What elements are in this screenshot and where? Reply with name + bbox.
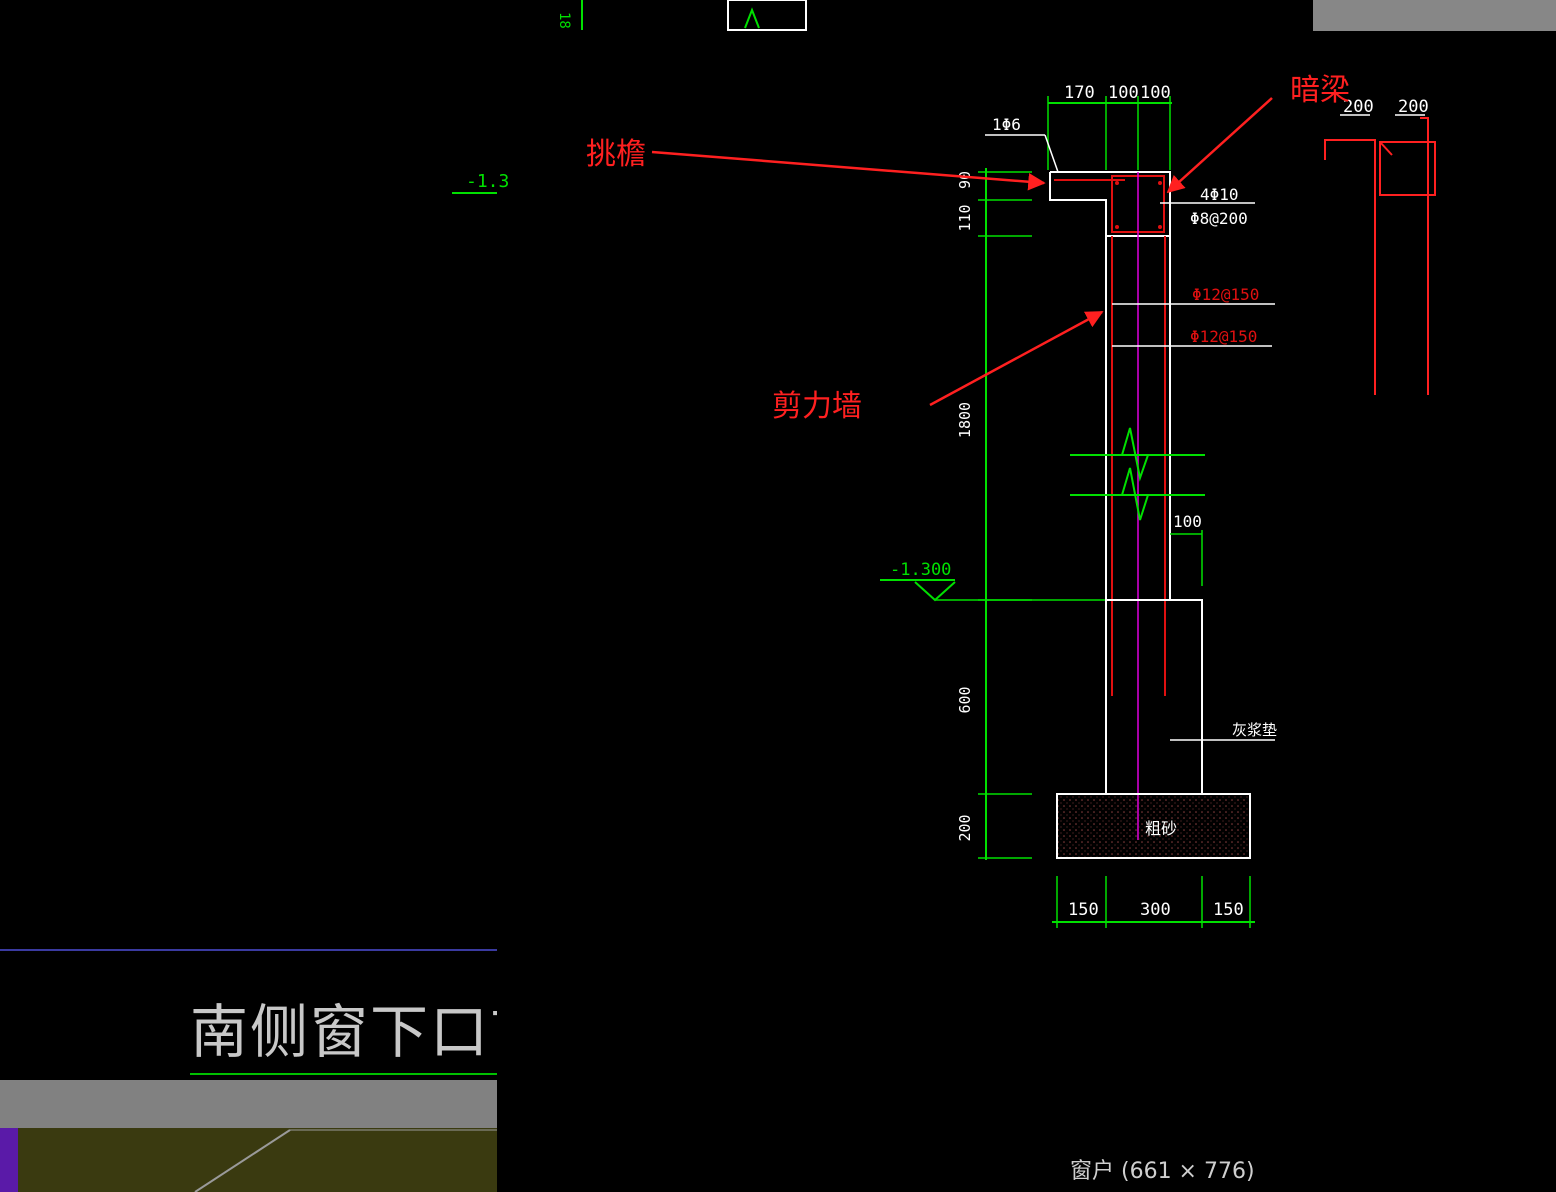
left-fragment-box (727, 0, 807, 31)
left-top-fragment: 18 (556, 12, 572, 29)
thumbnail-purple-strip (0, 1128, 18, 1192)
left-dim-110: 110 (956, 204, 974, 231)
wall-v-label: Φ12@150 (1190, 327, 1257, 346)
beam-bar-1 (1115, 181, 1119, 185)
left-elevation-fragment: -1.3 (466, 171, 509, 192)
bottom-dim-300: 300 (1140, 900, 1171, 920)
plinth-outline (1106, 599, 1203, 794)
eave-outline (1049, 171, 1171, 237)
left-fragment-mark (744, 7, 760, 29)
footing (1056, 793, 1251, 859)
thumbnail-line-1 (194, 1129, 291, 1192)
beam-main-label: 4Φ10 (1200, 185, 1239, 204)
top-dim-170: 170 (1064, 83, 1095, 103)
annotation-eave: 挑檐 (586, 137, 646, 172)
bottom-dim-150a: 150 (1068, 900, 1099, 920)
beam-stirrup-label: Φ8@200 (1190, 209, 1248, 228)
eave-bar-label: 1Φ6 (992, 115, 1021, 134)
right-frame-diagonal (1379, 141, 1393, 156)
break-zigzag-bottom (1108, 467, 1170, 521)
beam-bar-3 (1115, 225, 1119, 229)
left-dim-200: 200 (956, 814, 974, 841)
far-right-dim-1: 200 (1343, 97, 1374, 117)
left-panel-title: 南侧窗下口首层 (190, 998, 497, 1066)
bottom-dim-150b: 150 (1213, 900, 1244, 920)
wall-h-label: Φ12@150 (1192, 285, 1259, 304)
annotation-hidden-beam: 暗梁 (1290, 73, 1350, 108)
elevation-triangle (914, 581, 956, 602)
left-dim-600: 600 (956, 686, 974, 713)
footing-label: 粗砂 (1145, 819, 1177, 838)
left-dim-90: 90 (956, 171, 974, 189)
thumbnail-lines (194, 1129, 497, 1192)
left-dim-1800: 1800 (956, 402, 974, 438)
break-zigzag-top (1108, 427, 1170, 482)
note-label: 灰浆垫 (1232, 721, 1277, 739)
top-dim-100a: 100 (1108, 83, 1139, 103)
left-gray-bar (0, 1080, 497, 1128)
elevation-label: -1.300 (890, 560, 951, 580)
beam-bar-2 (1158, 181, 1162, 185)
right-frame-left (1324, 139, 1376, 395)
right-frame-right (1420, 117, 1429, 395)
annotation-shear-wall: 剪力墙 (772, 389, 862, 424)
eave-arrow (651, 150, 1046, 191)
top-dim-100b: 100 (1140, 83, 1171, 103)
beam-arrow (1166, 97, 1273, 194)
offset-dim-label: 100 (1173, 512, 1202, 531)
eave-leader (1044, 134, 1059, 173)
image-caption: 窗户 (661 × 776) (1070, 1159, 1255, 1184)
beam-bar-4 (1158, 225, 1162, 229)
left-thumbnail (0, 1128, 497, 1192)
right-frame-box (1379, 141, 1436, 196)
top-gray-bar (1313, 0, 1556, 31)
far-right-dim-2: 200 (1398, 97, 1429, 117)
wall-arrow (929, 310, 1104, 407)
